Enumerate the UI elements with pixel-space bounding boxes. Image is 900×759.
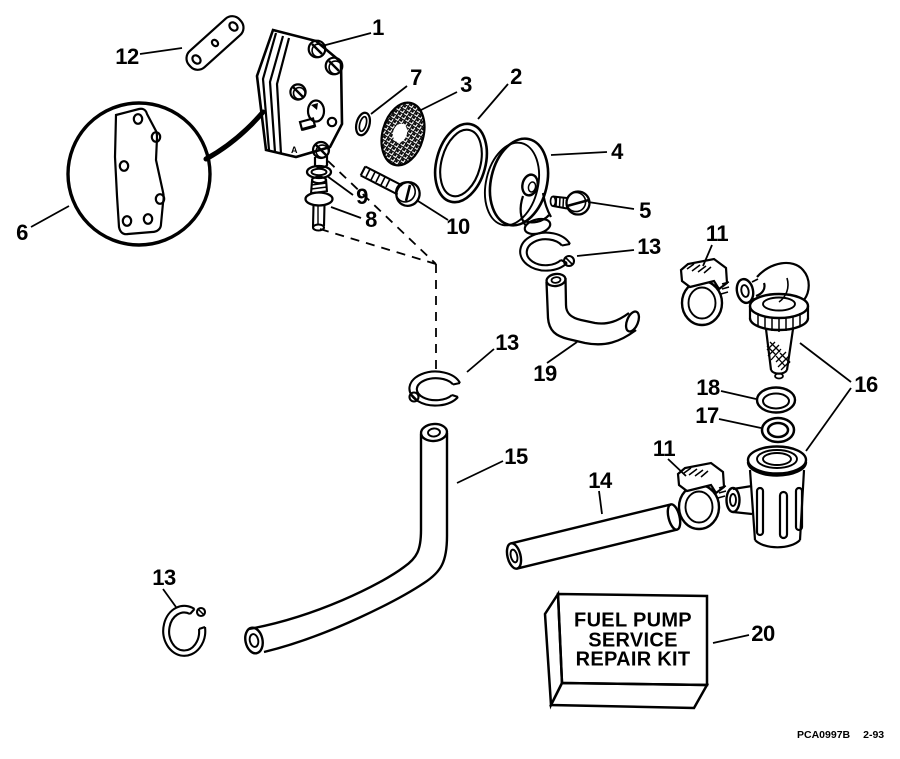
oring-9 (305, 164, 333, 180)
kit-box-text-line3: REPAIR KIT (575, 648, 691, 671)
callout-11-lower: 11 (652, 436, 676, 461)
callout-7: 7 (410, 65, 422, 90)
callout-10: 10 (446, 214, 470, 239)
callout-2: 2 (510, 64, 522, 89)
hose-clamp-11-upper (679, 257, 730, 327)
callout-15: 15 (504, 444, 528, 469)
retaining-clip-13-middle (408, 370, 461, 407)
figure-code-text: PCA0997B (797, 729, 851, 741)
callout-13-middle: 13 (495, 330, 519, 355)
figure-date-text: 2-93 (863, 729, 885, 741)
seal-7 (354, 111, 372, 137)
figure-code: PCA0997B 2-93 (797, 729, 884, 741)
callout-16: 16 (854, 372, 878, 397)
pump-cover-4 (484, 137, 552, 236)
detail-circle-gasket-6 (66, 101, 266, 247)
callout-11-upper: 11 (705, 221, 729, 246)
callout-4: 4 (611, 139, 623, 164)
fuel-pump-body-1 (255, 28, 344, 169)
callout-18: 18 (696, 375, 720, 400)
leader-lines (30, 32, 852, 644)
callout-13-lower: 13 (152, 565, 176, 590)
callout-1: 1 (372, 15, 384, 40)
callout-19: 19 (533, 361, 557, 386)
hose-19 (545, 272, 641, 346)
callout-14: 14 (588, 468, 612, 493)
hose-14 (505, 503, 682, 570)
hose-clamp-11-lower (676, 461, 727, 531)
oring-17 (760, 416, 796, 444)
callout-8: 8 (365, 207, 377, 232)
filter-cup-16 (725, 445, 808, 549)
kit-box-text-line1: FUEL PUMP (574, 609, 692, 632)
screw-10 (359, 165, 421, 208)
retaining-clip-13-lower (162, 604, 207, 657)
oring-18 (755, 386, 797, 414)
dashed-assembly-guides (319, 160, 437, 370)
callout-5: 5 (639, 198, 651, 223)
kit-box-20 (543, 590, 710, 710)
callout-6: 6 (16, 220, 28, 245)
callout-3: 3 (460, 72, 472, 97)
pump-casting-mark: A (291, 145, 298, 155)
kit-box-text-line2: SERVICE (588, 629, 678, 652)
oring-2 (433, 122, 489, 204)
callout-9: 9 (356, 184, 368, 209)
hose-15 (244, 422, 449, 655)
screw-5 (549, 190, 591, 216)
callout-13-upper: 13 (637, 234, 661, 259)
fitting-8 (304, 175, 334, 232)
callout-17: 17 (695, 403, 719, 428)
filter-screen-3 (380, 101, 426, 167)
callout-12: 12 (115, 44, 139, 69)
callout-20: 20 (751, 621, 775, 646)
retaining-clip-13-upper (519, 231, 576, 272)
filter-head-16 (735, 261, 810, 380)
gasket-12 (185, 15, 245, 71)
